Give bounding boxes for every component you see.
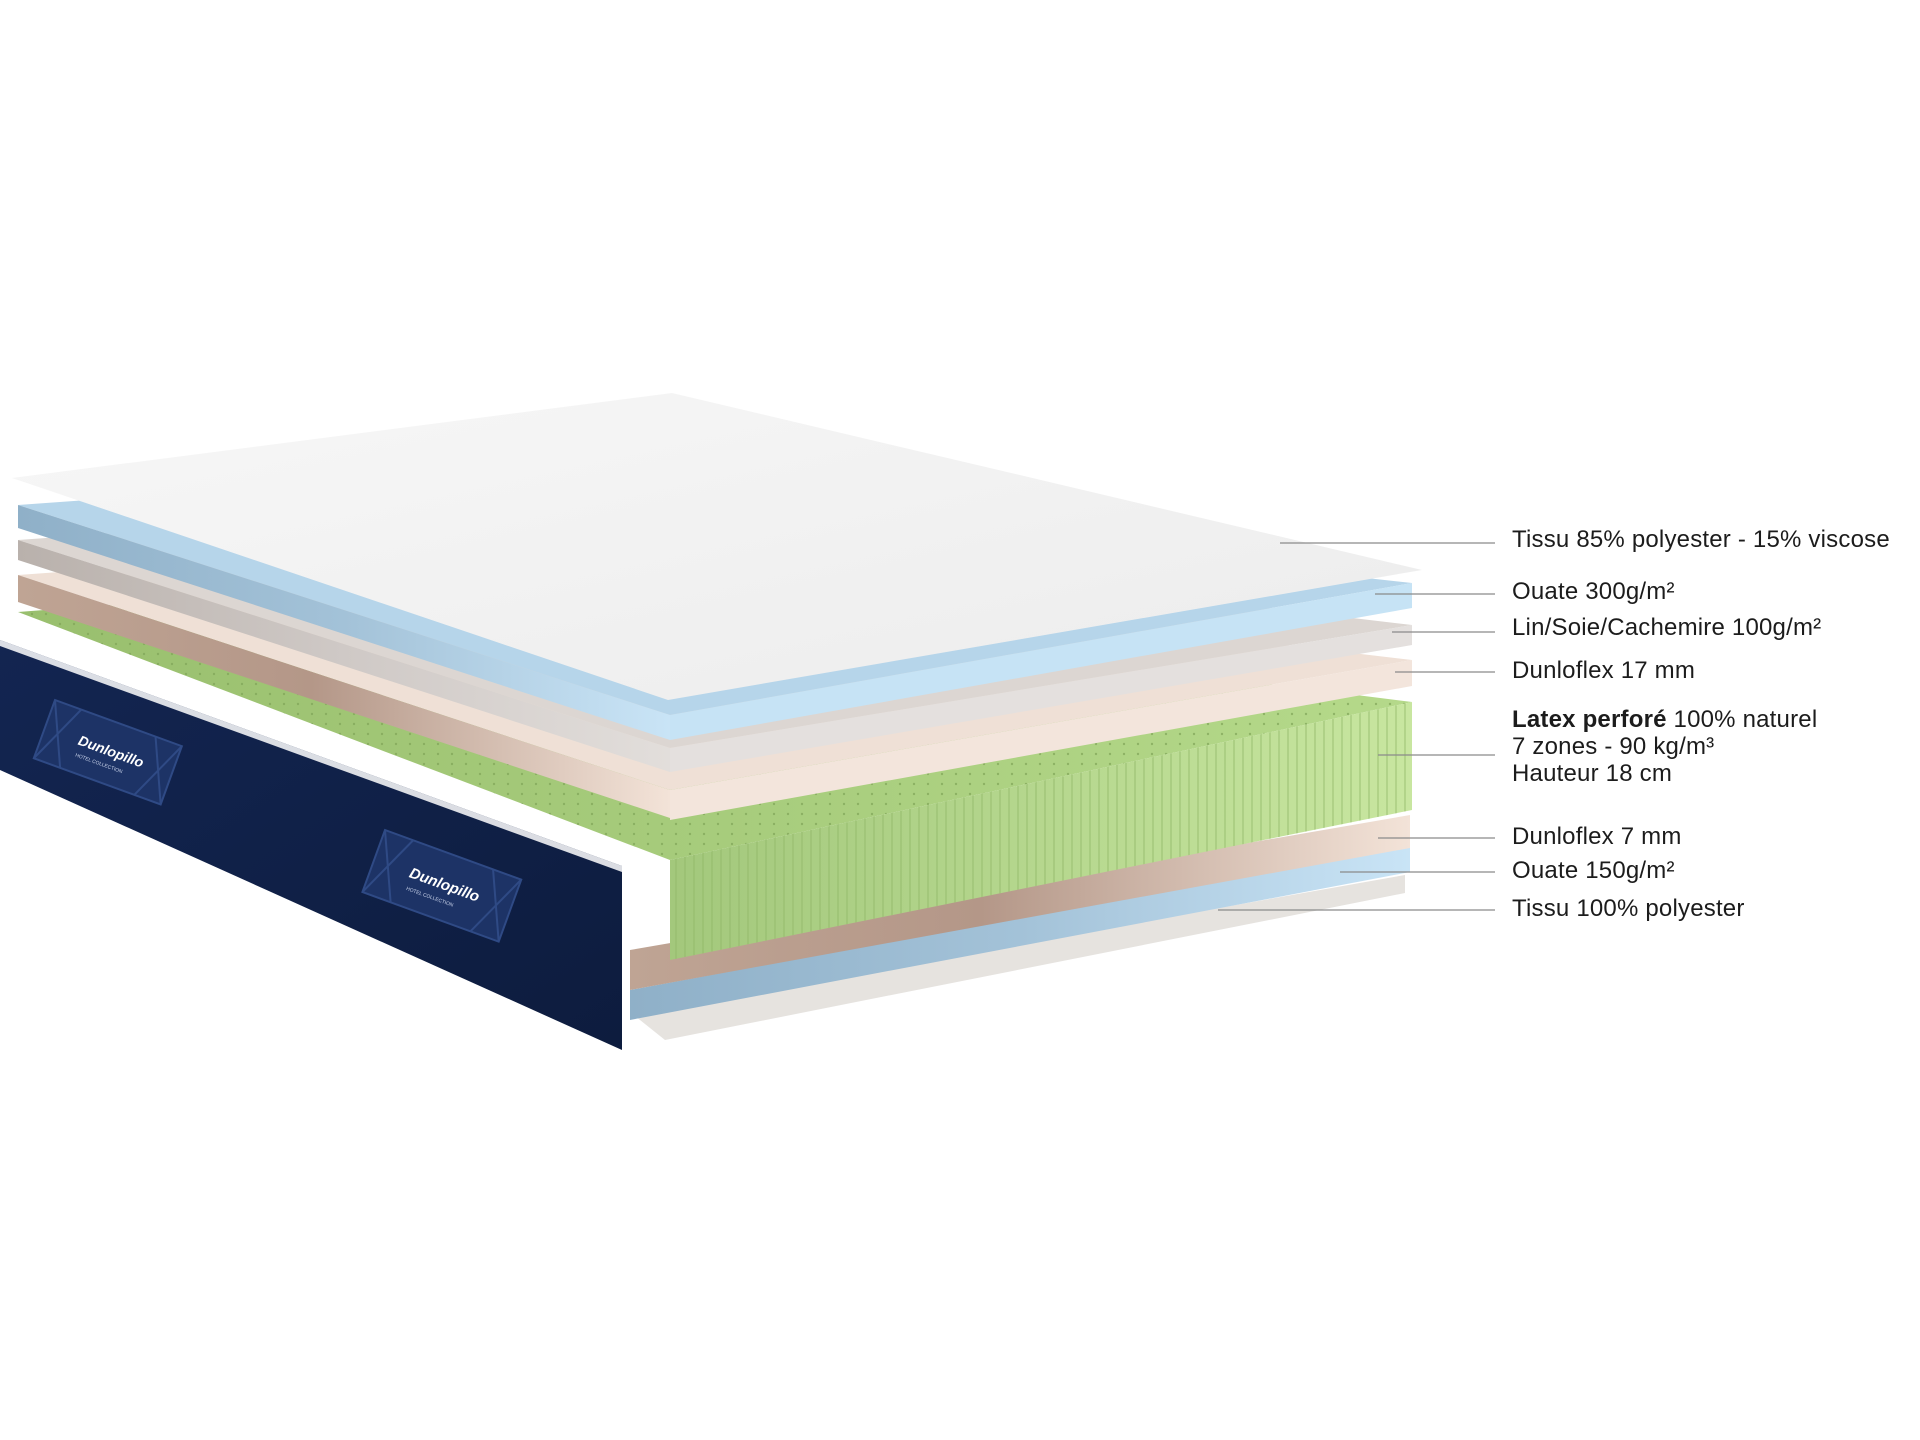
brand-logo-left: Dunlopillo HOTEL COLLECTION (32, 698, 184, 806)
label-line: 7 zones - 90 kg/m³ (1512, 733, 1715, 760)
label-line: Tissu 100% polyester (1512, 895, 1745, 922)
layer-ouate-bottom (630, 845, 1410, 1020)
label-line: Hauteur 18 cm (1512, 760, 1673, 787)
label-lin-soie: Lin/Soie/Cachemire 100g/m² (1512, 614, 1821, 641)
label-line: Tissu 85% polyester - 15% viscose (1512, 526, 1890, 553)
label-bold: Latex perforé (1512, 706, 1667, 733)
brand-logo-right: Dunlopillo HOTEL COLLECTION (361, 828, 523, 943)
label-dunloflex-17: Dunloflex 17 mm (1512, 657, 1695, 684)
label-latex: Latex perforé 100% naturel 7 zones - 90 … (1512, 706, 1817, 787)
label-line: 100% naturel (1666, 706, 1818, 733)
leader-lines (1218, 542, 1495, 911)
label-line: Dunloflex 17 mm (1512, 657, 1696, 684)
label-tissu-bottom: Tissu 100% polyester (1512, 895, 1745, 922)
label-tissu-top: Tissu 85% polyester - 15% viscose (1512, 526, 1890, 553)
layer-tissu-bottom (630, 875, 1405, 1040)
label-ouate-300: Ouate 300g/m² (1512, 578, 1675, 605)
label-line: Dunloflex 7 mm (1512, 823, 1682, 850)
layer-tissu-top (12, 393, 1422, 700)
label-line: Lin/Soie/Cachemire 100g/m² (1512, 614, 1822, 641)
label-line: Ouate 300g/m² (1512, 578, 1675, 605)
label-dunloflex-7: Dunloflex 7 mm (1512, 823, 1682, 850)
layer-dunloflex-bottom (630, 815, 1410, 990)
label-line: Ouate 150g/m² (1512, 857, 1675, 884)
label-ouate-150: Ouate 150g/m² (1512, 857, 1675, 884)
